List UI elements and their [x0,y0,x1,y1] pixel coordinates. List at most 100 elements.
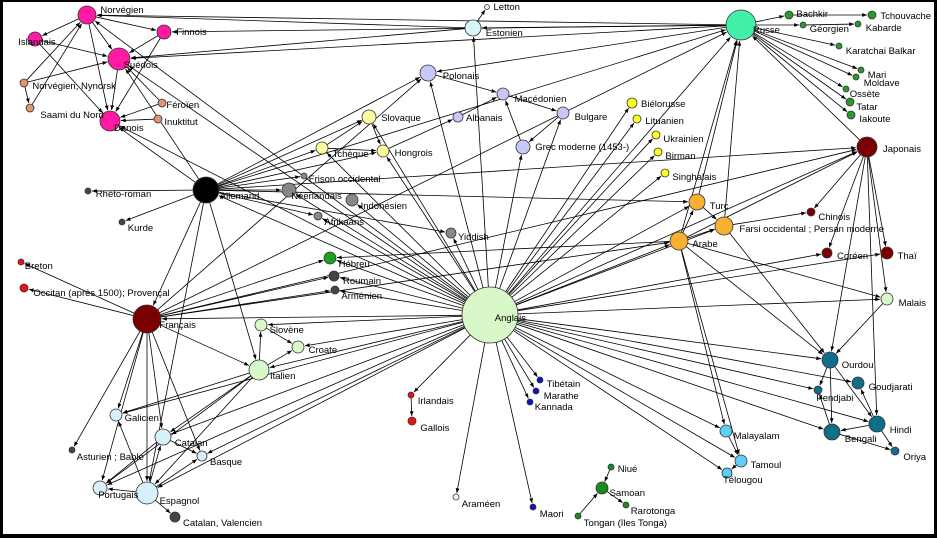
edge-norvegien-finnois [95,16,157,32]
node-feroien[interactable] [157,98,167,108]
edge-anglais-goudjarati [517,319,852,383]
node-karatchai[interactable] [835,42,843,50]
node-arameen[interactable] [452,493,460,501]
node-islandais[interactable] [27,31,43,47]
node-tchouvache[interactable] [867,10,877,20]
node-afrikaans[interactable] [313,211,323,221]
node-bielorusse[interactable] [626,97,638,109]
node-espagnol[interactable] [135,481,159,505]
node-singhalais[interactable] [660,168,670,178]
node-basque[interactable] [196,450,208,462]
node-coreen[interactable] [821,247,833,259]
node-irlandais[interactable] [407,391,415,399]
node-tatar[interactable] [845,97,855,107]
node-hongrois[interactable] [376,144,390,158]
node-kannada[interactable] [526,398,534,406]
node-macedonien[interactable] [496,87,510,101]
edge-anglais-ukrainien [508,138,653,295]
edge-espagnol-basque [155,459,198,488]
node-rarotonga[interactable] [622,501,630,509]
node-lituanien[interactable] [632,114,642,124]
node-indonesien[interactable] [345,193,359,207]
node-bengali[interactable] [823,423,841,441]
node-turc[interactable] [688,193,706,211]
node-ourdou[interactable] [821,351,839,369]
node-catalan[interactable] [154,428,172,446]
node-kabarde[interactable] [854,20,862,28]
node-breton[interactable] [17,258,25,266]
node-slovaque[interactable] [361,109,377,125]
node-tamoul[interactable] [734,454,748,468]
node-portugais[interactable] [92,480,108,496]
node-catval[interactable] [169,511,181,523]
node-moldave[interactable] [852,73,860,81]
node-iakoute[interactable] [846,110,856,120]
node-bulgare[interactable] [556,106,570,120]
node-letton[interactable] [484,4,490,10]
node-telougou[interactable] [721,467,733,479]
edge-hindi-goudjarati [860,389,874,417]
node-suedois[interactable] [107,47,131,71]
node-goudjarati[interactable] [851,376,865,390]
node-arabe[interactable] [669,231,689,251]
node-rheto[interactable] [84,187,92,195]
node-russe[interactable] [725,9,757,41]
node-tibetain[interactable] [536,376,544,384]
node-norvegien[interactable] [77,5,97,25]
node-label-francais: Français [159,320,196,331]
node-francais[interactable] [132,304,162,334]
node-allemand[interactable] [192,176,220,204]
node-thai[interactable] [880,246,894,260]
node-ukrainien[interactable] [651,130,661,140]
node-armenien[interactable] [330,285,340,295]
node-anglais[interactable] [461,286,519,344]
node-finnois[interactable] [156,24,172,40]
node-label-tchouvache: Tchouvache [880,11,931,22]
node-saami[interactable] [25,103,35,113]
node-tcheque[interactable] [315,141,329,155]
node-gallois[interactable] [407,416,417,426]
node-birman[interactable] [653,147,663,157]
node-grec[interactable] [515,139,531,155]
node-asturien[interactable] [68,446,76,454]
node-label-niue: Niué [618,464,638,475]
node-frison[interactable] [300,172,308,180]
node-neerlandais[interactable] [281,182,297,198]
node-niue[interactable] [607,463,615,471]
node-nynorsk[interactable] [19,78,29,88]
node-bachkir[interactable] [784,10,794,20]
node-tongan[interactable] [574,512,582,520]
node-pendjabi[interactable] [813,385,823,395]
node-croate[interactable] [291,340,305,354]
node-ossete[interactable] [842,85,850,93]
node-samoan[interactable] [595,481,609,495]
node-georgien[interactable] [799,21,807,29]
node-oriya[interactable] [890,446,900,456]
node-occitan[interactable] [19,283,29,293]
node-hindi[interactable] [868,415,886,433]
node-inuktitut[interactable] [153,114,163,124]
edge-francais-catalan [148,332,164,429]
edge-allemand-yiddish [218,191,446,234]
edge-hindi-bengali [840,425,870,432]
node-danois[interactable] [99,110,121,132]
node-japonais[interactable] [856,136,878,158]
node-roumain[interactable] [328,270,340,282]
node-yiddish[interactable] [445,227,457,239]
node-mari[interactable] [857,66,865,74]
node-hebreu[interactable] [323,251,337,265]
node-polonais[interactable] [419,64,437,82]
node-kurde[interactable] [118,218,126,226]
node-galicien[interactable] [109,408,123,422]
node-albanais[interactable] [452,111,464,123]
node-label-finnois: Finnois [176,27,207,38]
node-malayalam[interactable] [719,424,733,438]
node-farsi[interactable] [714,216,734,236]
node-slovene[interactable] [254,318,268,332]
node-italien[interactable] [248,359,270,381]
node-estonien[interactable] [464,19,482,37]
node-marathe[interactable] [532,387,540,395]
node-maori[interactable] [529,503,537,511]
node-malais[interactable] [880,292,894,306]
node-chinois[interactable] [806,207,816,217]
